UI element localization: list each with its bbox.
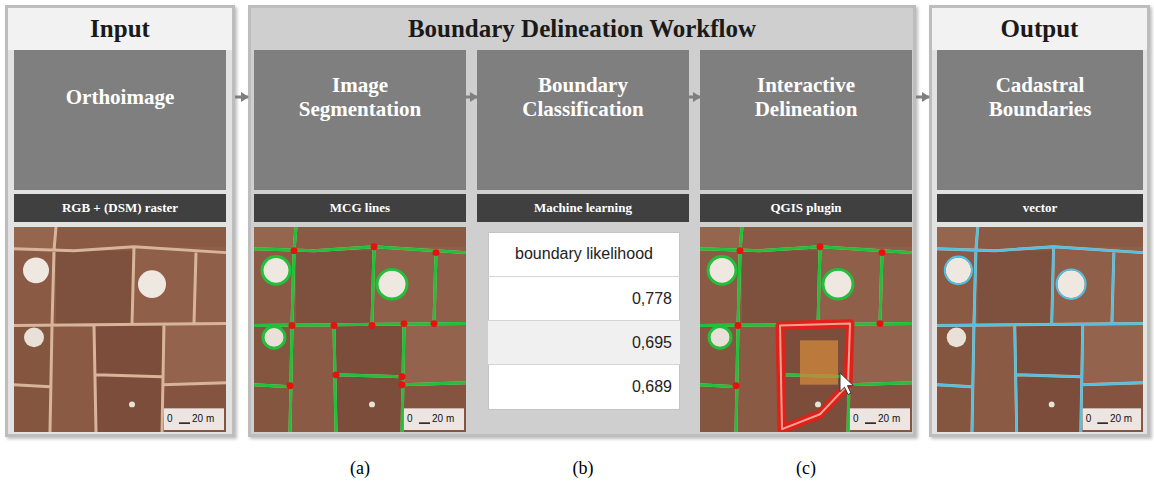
scale-origin-holder: 0: [1086, 413, 1092, 425]
scale-origin: 0: [407, 413, 413, 425]
step-title: Boundary Classification: [499, 73, 667, 121]
subfigure-label: (a): [350, 458, 370, 478]
step-title: Orthoimage: [66, 85, 174, 109]
flow-arrow: [235, 96, 248, 99]
step-method-bar: vector: [937, 194, 1143, 222]
scale-length: 20 m: [192, 413, 214, 425]
scale-length: 20 m: [1110, 413, 1132, 425]
method-name: vector: [1023, 200, 1058, 216]
step-method-bar: MCG lines: [254, 194, 466, 222]
subfigure-label: (c): [796, 458, 816, 478]
step-method-bar: QGIS plugin: [700, 194, 912, 222]
scale-origin-holder: 0: [407, 413, 413, 425]
method-name: Machine learning: [534, 200, 632, 216]
step-header-box: Orthoimage: [14, 50, 226, 190]
step-header-box: Interactive Delineation: [700, 50, 912, 190]
flow-arrow: [916, 96, 929, 99]
step-method-bar: RGB + (DSM) raster: [14, 194, 226, 222]
table-value-cell: 0,778: [488, 276, 680, 320]
scale-origin: 0: [1086, 413, 1092, 425]
scale-length-holder: 20 m: [878, 413, 900, 425]
cadastral-output-illustration: [937, 227, 1143, 432]
table-value-cell: 0,695: [488, 320, 680, 364]
orthoimage-illustration: [14, 227, 226, 432]
panel-title: Output: [932, 8, 1147, 50]
interactive-delineation-illustration: [700, 227, 912, 432]
scale-origin-holder: 0: [167, 413, 173, 425]
flow-arrow: [689, 96, 700, 99]
step-method-bar: Machine learning: [477, 194, 689, 222]
scale-length: 20 m: [878, 413, 900, 425]
scale-origin: 0: [167, 413, 173, 425]
scale-origin-holder: 0: [853, 413, 859, 425]
step-title: Cadastral Boundaries: [956, 73, 1124, 121]
segmentation-illustration: [254, 227, 466, 432]
scale-length-holder: 20 m: [192, 413, 214, 425]
method-name: RGB + (DSM) raster: [62, 200, 178, 216]
method-name: MCG lines: [330, 200, 390, 216]
table-value-cell: 0,689: [488, 364, 680, 408]
scale-length-holder: 20 m: [432, 413, 454, 425]
step-header-box: Boundary Classification: [477, 50, 689, 190]
panel-title: Input: [8, 8, 232, 50]
scale-origin: 0: [853, 413, 859, 425]
step-header-box: Cadastral Boundaries: [937, 50, 1143, 190]
table-header-cell: boundary likelihood: [488, 232, 680, 276]
step-title: Image Segmentation: [276, 73, 444, 121]
subfigure-label-holder: (c): [796, 458, 816, 478]
subfigure-label-holder: (a): [350, 458, 370, 478]
subfigure-label-holder: (b): [573, 458, 594, 478]
likelihood-table: boundary likelihood0,7780,6950,689: [488, 232, 680, 410]
scale-length: 20 m: [432, 413, 454, 425]
panel-title: Boundary Delineation Workflow: [251, 8, 913, 50]
step-header-box: Image Segmentation: [254, 50, 466, 190]
scale-length-holder: 20 m: [1110, 413, 1132, 425]
flow-arrow: [466, 96, 477, 99]
subfigure-label: (b): [573, 458, 594, 478]
method-name: QGIS plugin: [770, 200, 841, 216]
step-title: Interactive Delineation: [722, 73, 890, 121]
